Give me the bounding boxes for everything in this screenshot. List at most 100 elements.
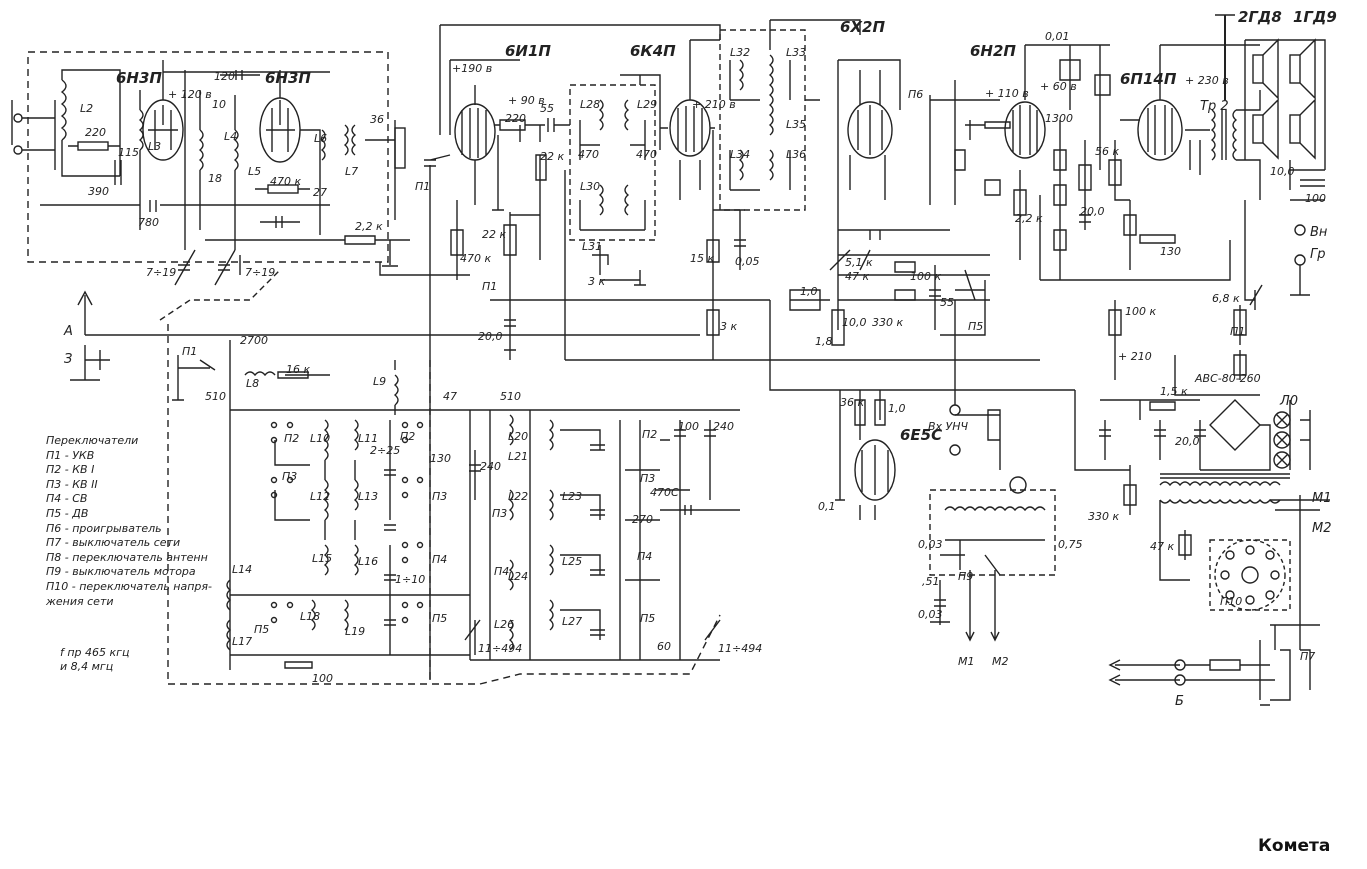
supply-label: + 210 bbox=[1118, 350, 1152, 363]
if-frequency-line-2: и 8,4 мгц bbox=[60, 660, 114, 673]
pickup-icon bbox=[1009, 476, 1027, 494]
value-label: 470 к bbox=[460, 252, 491, 265]
legend-item: П5 - ДВ bbox=[46, 506, 89, 520]
coil-label: L10 bbox=[310, 432, 330, 445]
value-label: 115 bbox=[118, 146, 139, 159]
if-block-2 bbox=[719, 29, 806, 211]
coil-label: L15 bbox=[312, 552, 332, 565]
coil-label: L28 bbox=[580, 98, 600, 111]
legend-item: П2 - КВ I bbox=[46, 463, 95, 477]
value-label: 3 к bbox=[720, 320, 737, 333]
switch-label: П4 bbox=[494, 565, 509, 578]
fm-input-jack bbox=[13, 113, 23, 123]
if-frequency-line-1: f пр 465 кгц bbox=[60, 646, 130, 659]
tube-v8-body bbox=[854, 439, 896, 501]
switch-label: П2 bbox=[642, 428, 657, 441]
vx-unch-label: Вх УНЧ bbox=[928, 420, 969, 433]
switch-label: П7 bbox=[1300, 650, 1315, 663]
m1-label: М1 bbox=[1312, 491, 1332, 506]
value-label: 510 bbox=[205, 390, 226, 403]
speaker-2-label: 1ГД9 bbox=[1293, 8, 1337, 26]
coil-label: L21 bbox=[508, 450, 528, 463]
value-label: 18 bbox=[208, 172, 222, 185]
antenna-label: А bbox=[63, 324, 73, 339]
value-label: 240 bbox=[713, 420, 734, 433]
switch-legend: Переключатели П1 - УКВ П2 - КВ I П3 - КВ… bbox=[46, 434, 212, 609]
voltage-label: + 110 в bbox=[985, 87, 1029, 100]
output-gr-label: Гр bbox=[1310, 247, 1326, 262]
value-label: 470 bbox=[636, 148, 657, 161]
value-label: 56 к bbox=[1095, 145, 1119, 158]
tube-v3-body bbox=[454, 103, 496, 161]
voltage-label: + 230 в bbox=[1185, 74, 1229, 87]
coil-label: L24 bbox=[508, 570, 528, 583]
voltage-label: + 210 в bbox=[692, 98, 736, 111]
coil-label: L31 bbox=[582, 240, 602, 253]
coil-l9 bbox=[393, 374, 399, 406]
speaker-1-label: 2ГД8 bbox=[1238, 8, 1282, 26]
motor-m1-label: М1 bbox=[958, 655, 975, 668]
value-label: 47 к bbox=[845, 270, 869, 283]
tube-v4-label: 6К4П bbox=[630, 42, 676, 60]
switch-label: П3 bbox=[432, 490, 447, 503]
value-label: 60 bbox=[657, 640, 671, 653]
coil-label: L32 bbox=[730, 46, 750, 59]
coil-label: L3 bbox=[148, 140, 161, 153]
value-label: 470 bbox=[578, 148, 599, 161]
value-label: 1300 bbox=[1045, 112, 1073, 125]
coil-label: L14 bbox=[232, 563, 252, 576]
coil-label: L30 bbox=[580, 180, 600, 193]
m2-label: М2 bbox=[1312, 521, 1332, 536]
legend-item: П7 - выключатель сети bbox=[46, 536, 181, 550]
coil-label: L25 bbox=[562, 555, 582, 568]
value-label: 1,0 bbox=[888, 402, 906, 415]
voltage-label: + 90 в bbox=[508, 94, 545, 107]
value-label: 10,0 bbox=[1270, 165, 1295, 178]
value-label: 1,8 bbox=[815, 335, 833, 348]
tube-v8-label: 6Е5С bbox=[900, 426, 942, 444]
value-label: 780 bbox=[138, 216, 159, 229]
value-label: 330 к bbox=[872, 316, 903, 329]
coil-label: L8 bbox=[246, 377, 259, 390]
switch-label: П5 bbox=[432, 612, 447, 625]
coil-l2 bbox=[60, 79, 67, 141]
tube-v6-label: 6Н2П bbox=[970, 42, 1016, 60]
output-transformer bbox=[1210, 109, 1216, 161]
coil-label: L36 bbox=[786, 148, 806, 161]
coil-label: L22 bbox=[508, 490, 528, 503]
value-label: 20,0 bbox=[1080, 205, 1105, 218]
coil-label: L27 bbox=[562, 615, 582, 628]
switch-label: П3 bbox=[282, 470, 297, 483]
coil-label: L11 bbox=[358, 432, 378, 445]
value-label: 100 к bbox=[1125, 305, 1156, 318]
coil-label: L9 bbox=[373, 375, 386, 388]
value-label: 2,2 к bbox=[1015, 212, 1043, 225]
value-label: 220 bbox=[85, 126, 106, 139]
coil-label: L5 bbox=[248, 165, 261, 178]
coil-label: L33 bbox=[786, 46, 806, 59]
value-label: 220 bbox=[505, 112, 526, 125]
tube-v3-label: 6И1П bbox=[505, 42, 551, 60]
coil-label: L35 bbox=[786, 118, 806, 131]
rectifier-label: АВС-80-260 bbox=[1194, 372, 1261, 385]
switch-label: П5 bbox=[254, 623, 269, 636]
value-label: 1÷10 bbox=[395, 573, 425, 586]
switch-label: П10 bbox=[1220, 595, 1242, 608]
switch-label: П1 bbox=[415, 180, 430, 193]
value-label: 0,03 bbox=[918, 538, 943, 551]
coil-label: L13 bbox=[358, 490, 378, 503]
switch-label: П2 bbox=[284, 432, 299, 445]
switch-label: П5 bbox=[968, 320, 983, 333]
switch-label: П3 bbox=[492, 507, 507, 520]
value-label: 100 bbox=[1305, 192, 1326, 205]
coil-label: L17 bbox=[232, 635, 252, 648]
value-label: 47 bbox=[443, 390, 457, 403]
value-label: 5,1 к bbox=[845, 256, 873, 269]
coil-label: L26 bbox=[494, 618, 514, 631]
power-transformer bbox=[1159, 481, 1281, 487]
value-label: 470 к bbox=[270, 175, 301, 188]
tube-v7-label: 6П14П bbox=[1120, 70, 1177, 88]
legend-item: жения сети bbox=[46, 594, 114, 608]
coil-l4 bbox=[198, 129, 204, 171]
